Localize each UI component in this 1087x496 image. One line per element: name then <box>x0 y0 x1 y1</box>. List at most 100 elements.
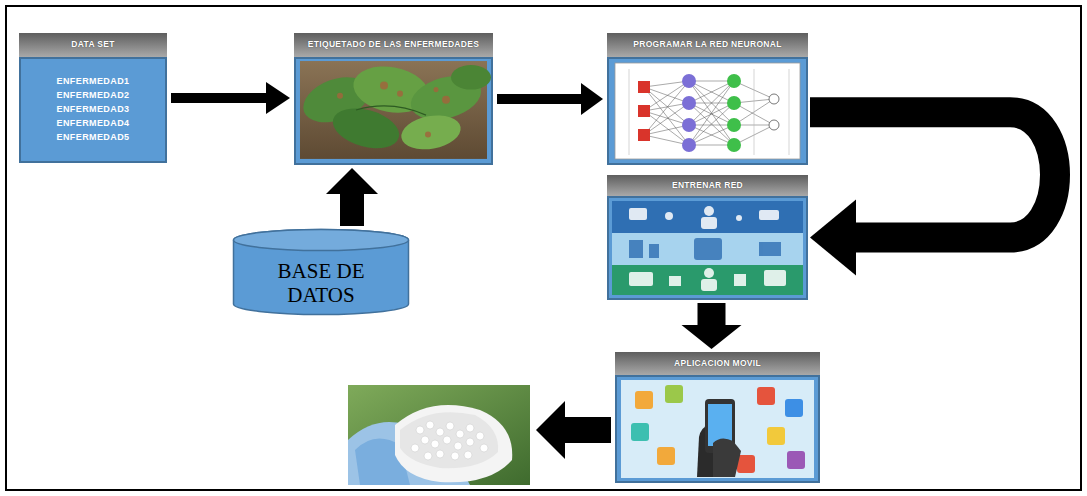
illustration-part <box>759 242 781 256</box>
illustration-part <box>454 442 462 450</box>
illustration-part <box>657 447 675 465</box>
illustration-part <box>665 385 683 403</box>
illustration-part <box>411 421 488 460</box>
illustration-part <box>701 279 717 291</box>
illustration-part <box>635 391 653 409</box>
illustration-part <box>737 455 755 473</box>
cylinder-top <box>234 230 409 251</box>
illustration-part <box>421 436 429 444</box>
illustration-part <box>694 238 722 260</box>
illustration-part <box>629 240 643 258</box>
leaf-photo <box>296 59 491 163</box>
illustration-part <box>689 81 734 145</box>
illustration-part <box>727 118 741 132</box>
result-arrow <box>536 401 611 459</box>
network-box: PROGRAMAR LA RED NEURONAL <box>607 33 808 165</box>
illustration-part <box>689 125 734 145</box>
illustration-part <box>736 215 742 221</box>
illustration-part <box>644 111 689 145</box>
illustration-part <box>644 81 689 111</box>
illustration-part <box>665 212 673 220</box>
illustration-part <box>682 74 696 88</box>
illustration-part <box>337 81 450 137</box>
illustration-part <box>769 120 779 130</box>
data-set-box: DATA SETENFERMEDAD1ENFERMEDAD2ENFERMEDAD… <box>19 33 167 163</box>
illustration-part <box>682 96 696 110</box>
database-cylinder: BASE DE DATOS <box>232 228 410 316</box>
illustration-part <box>734 274 746 286</box>
illustration-part <box>395 405 512 482</box>
node-label: BASE DE DATOS <box>261 259 381 307</box>
list-item: ENFERMEDAD3 <box>57 103 130 117</box>
arrow-shape <box>497 83 603 115</box>
illustration-part <box>446 422 454 430</box>
arrow-shape <box>171 82 290 114</box>
block-arrow <box>810 112 1055 275</box>
illustration-part <box>356 106 426 115</box>
illustration-part <box>337 93 343 99</box>
box-body <box>607 196 808 300</box>
illustration-part <box>644 81 774 145</box>
illustration-part <box>436 450 444 458</box>
box-title: PROGRAMAR LA RED NEURONAL <box>633 40 781 50</box>
illustration-part <box>689 103 734 125</box>
illustration-part <box>629 238 781 260</box>
illustration-part <box>727 96 741 110</box>
box-title: ETIQUETADO DE LAS ENFERMEDADES <box>308 40 479 50</box>
mobile-app-box: APLICACION MOVIL <box>615 352 820 483</box>
illustration-part <box>727 74 741 152</box>
illustration-part <box>411 444 419 452</box>
illustration-part <box>399 111 464 154</box>
box-title: APLICACION MOVIL <box>674 359 761 369</box>
box-title: DATA SET <box>71 40 114 50</box>
illustration-part <box>689 81 734 103</box>
block-arrow <box>682 303 742 349</box>
box-header: PROGRAMAR LA RED NEURONAL <box>607 33 808 57</box>
list-item: ENFERMEDAD1 <box>57 75 130 89</box>
illustration-part <box>789 69 790 155</box>
illustration-part <box>764 270 786 286</box>
illustration-part <box>638 129 650 141</box>
illustration-part <box>649 244 659 258</box>
illustration-part <box>629 268 786 291</box>
arrow-shape <box>326 168 378 226</box>
illustration-part <box>769 94 779 130</box>
illustration-part <box>436 428 444 436</box>
illustration-part <box>466 424 474 432</box>
block-arrow <box>171 82 290 114</box>
illustration-part <box>757 387 775 405</box>
illustration-part <box>704 268 714 278</box>
illustration-part <box>682 118 696 132</box>
illustration-part <box>769 94 779 104</box>
box-body: ENFERMEDAD1ENFERMEDAD2ENFERMEDAD3ENFERME… <box>19 57 167 163</box>
block-arrow <box>497 83 603 115</box>
illustration-part <box>426 421 434 429</box>
illustration-part <box>701 217 717 229</box>
illustration-part <box>631 423 649 441</box>
training-figure <box>609 198 806 298</box>
illustration-part <box>689 81 734 103</box>
illustration-part <box>425 131 431 137</box>
list-item: ENFERMEDAD5 <box>57 131 130 145</box>
neural-network-figure <box>609 59 806 163</box>
illustration-part <box>621 380 814 478</box>
box-body <box>607 57 808 165</box>
box-header: APLICACION MOVIL <box>615 352 820 375</box>
list-item: ENFERMEDAD2 <box>57 89 130 103</box>
cylinder-body <box>234 230 409 315</box>
illustration-part <box>612 233 803 265</box>
labeling-box: ETIQUETADO DE LAS ENFERMEDADES <box>294 33 493 165</box>
illustration-part <box>704 206 714 216</box>
illustration-part <box>629 272 653 286</box>
illustration-part <box>638 81 650 93</box>
illustration-part <box>348 385 530 485</box>
illustration-part <box>380 81 388 89</box>
illustration-part <box>442 96 450 104</box>
box-body <box>615 375 820 483</box>
illustration-part <box>689 81 734 145</box>
illustration-part <box>644 111 689 125</box>
illustration-part <box>443 436 451 444</box>
illustration-part <box>400 412 498 468</box>
illustration-part <box>328 102 403 155</box>
